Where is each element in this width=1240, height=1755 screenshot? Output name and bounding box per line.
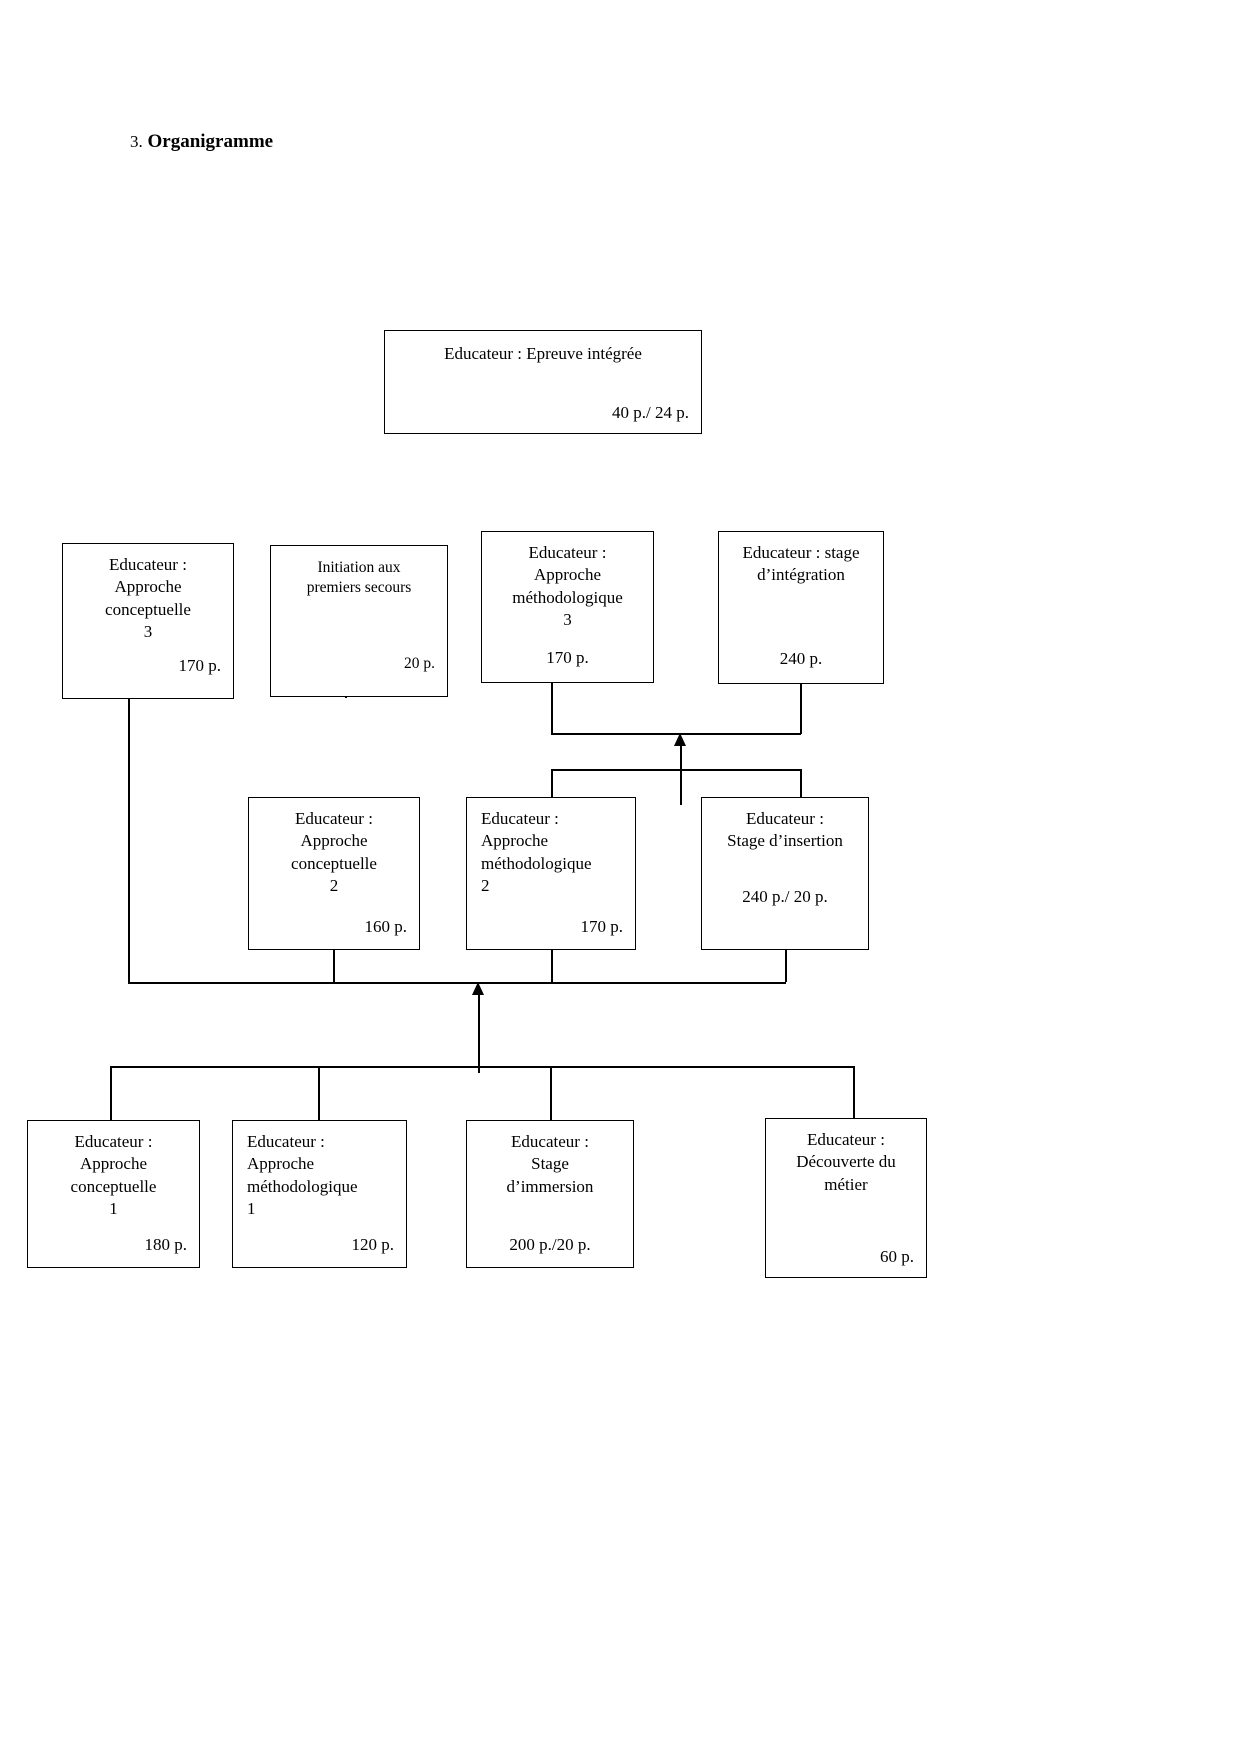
node-epreuve-integree[interactable]: Educateur : Epreuve intégrée 40 p./ 24 p… — [384, 330, 702, 434]
page-title: 3. Organigramme — [130, 131, 273, 153]
node-title: Educateur : Stage d’immersion — [506, 1132, 594, 1196]
connector-line — [110, 1066, 854, 1068]
node-value: 160 p. — [364, 916, 408, 936]
node-title: Educateur : Approche méthodologique 1 — [247, 1132, 358, 1219]
node-title: Educateur : Découverte du métier — [796, 1130, 896, 1194]
connector-line — [333, 950, 335, 982]
node-premiers-secours[interactable]: Initiation aux premiers secours 20 p. — [270, 545, 448, 697]
node-value: 40 p./ 24 p. — [612, 402, 689, 422]
connector-line — [550, 1066, 552, 1120]
connector-line — [128, 982, 786, 984]
node-conceptuelle-3[interactable]: Educateur : Approche conceptuelle 3 170 … — [62, 543, 234, 699]
node-value: 240 p./ 20 p. — [742, 886, 828, 906]
node-value: 170 p. — [580, 916, 624, 936]
node-value: 170 p. — [546, 647, 589, 667]
node-title: Educateur : Approche conceptuelle 1 — [70, 1132, 157, 1219]
section-title: Organigramme — [147, 131, 274, 152]
node-stage-immersion[interactable]: Educateur : Stage d’immersion 200 p./20 … — [466, 1120, 634, 1268]
arrow-up-icon — [674, 733, 686, 746]
node-decouverte-metier[interactable]: Educateur : Découverte du métier 60 p. — [765, 1118, 927, 1278]
node-title: Educateur : Approche méthodologique 2 — [481, 809, 592, 896]
node-stage-integration[interactable]: Educateur : stage d’intégration 240 p. — [718, 531, 884, 684]
node-value: 60 p. — [880, 1246, 914, 1266]
connector-line — [551, 769, 553, 797]
node-value: 240 p. — [779, 648, 823, 668]
node-methodologique-3[interactable]: Educateur : Approche méthodologique 3 17… — [481, 531, 654, 683]
node-methodologique-2[interactable]: Educateur : Approche méthodologique 2 17… — [466, 797, 636, 950]
connector-line — [551, 950, 553, 982]
node-title: Educateur : Approche méthodologique 3 — [512, 543, 623, 630]
arrow-up-icon — [472, 982, 484, 995]
connector-line — [551, 769, 801, 771]
node-value: 180 p. — [144, 1234, 188, 1254]
node-methodologique-1[interactable]: Educateur : Approche méthodologique 1 12… — [232, 1120, 407, 1268]
connector-line — [800, 769, 802, 797]
connector-line — [800, 684, 802, 734]
section-number: 3. — [130, 132, 143, 151]
node-title: Initiation aux premiers secours — [306, 559, 412, 597]
node-conceptuelle-2[interactable]: Educateur : Approche conceptuelle 2 160 … — [248, 797, 420, 950]
connector-line — [478, 995, 480, 1073]
node-value: 170 p. — [178, 655, 222, 675]
connector-line — [853, 1066, 855, 1118]
node-stage-insertion[interactable]: Educateur : Stage d’insertion 240 p./ 20… — [701, 797, 869, 950]
node-title: Educateur : Approche conceptuelle 3 — [105, 555, 191, 642]
connector-line — [128, 699, 130, 982]
connector-line — [110, 1066, 112, 1120]
node-title: Educateur : Stage d’insertion — [727, 809, 843, 851]
node-conceptuelle-1[interactable]: Educateur : Approche conceptuelle 1 180 … — [27, 1120, 200, 1268]
node-value: 20 p. — [404, 655, 435, 673]
connector-line — [551, 683, 553, 735]
node-title: Educateur : stage d’intégration — [742, 543, 860, 585]
connector-line — [318, 1066, 320, 1120]
node-value: 120 p. — [351, 1234, 395, 1254]
node-title: Educateur : Approche conceptuelle 2 — [291, 809, 377, 896]
node-value: 200 p./20 p. — [509, 1234, 591, 1254]
connector-line — [785, 950, 787, 982]
node-title: Educateur : Epreuve intégrée — [444, 344, 642, 363]
connector-line — [680, 745, 682, 805]
